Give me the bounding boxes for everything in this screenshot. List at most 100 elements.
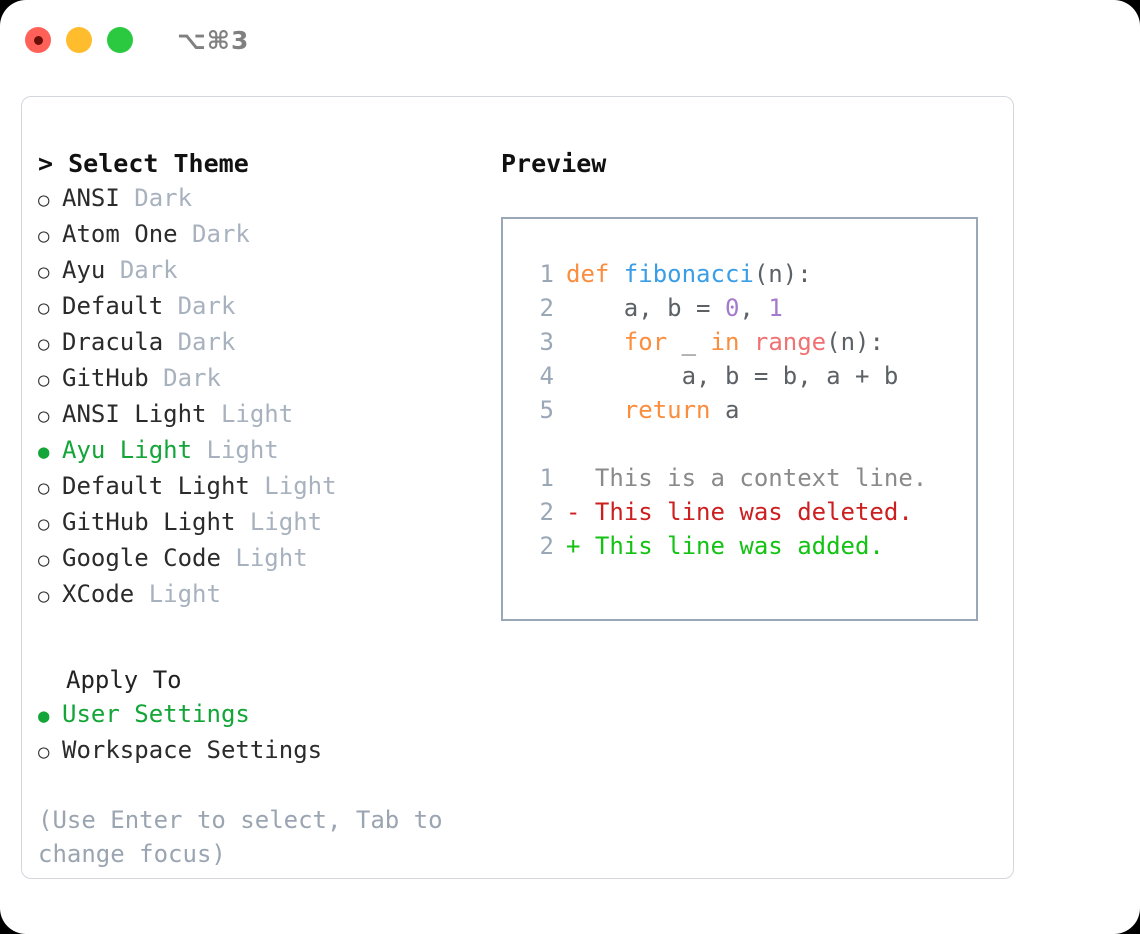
theme-option-label: Ayu Light	[62, 436, 193, 464]
theme-option-variant: Light	[249, 508, 323, 536]
theme-option-sep	[134, 577, 148, 611]
apply-to-list: ● User Settings ○ Workspace Settings	[38, 697, 488, 769]
radio-unselected-icon: ○	[38, 369, 50, 391]
theme-option-sep	[178, 217, 192, 251]
theme-option-variant: Dark	[177, 292, 236, 320]
code-line: 2 a, b = 0, 1	[520, 291, 976, 325]
theme-option-label: GitHub Light	[62, 508, 236, 536]
theme-option-default-light[interactable]: ○Default Light Light	[38, 469, 488, 505]
theme-option-label: Ayu	[62, 256, 106, 284]
diff-line: 2+ This line was added.	[520, 529, 976, 563]
theme-option-ayu-light[interactable]: ● Ayu Light Light	[38, 433, 488, 469]
code-token	[566, 325, 624, 359]
zoom-button-icon[interactable]	[107, 27, 133, 53]
radio-selected-icon: ●	[38, 705, 50, 727]
radio-unselected-icon: ○	[38, 333, 50, 355]
theme-option-variant: Light	[235, 544, 308, 572]
theme-option-xcode[interactable]: ○XCode Light	[38, 577, 488, 613]
theme-option-sep	[163, 289, 177, 323]
radio-unselected-icon: ○	[38, 189, 50, 211]
radio-selected-icon: ●	[38, 441, 50, 463]
theme-option-label: Dracula	[62, 328, 164, 356]
theme-option-dracula[interactable]: ○ Dracula Dark	[38, 325, 488, 361]
close-button-icon[interactable]	[25, 27, 51, 53]
theme-option-ayu[interactable]: ○ Ayu Dark	[38, 253, 488, 289]
apply-to-option-workspace-settings[interactable]: ○ Workspace Settings	[38, 733, 488, 769]
diff-line-number: 2	[539, 498, 554, 526]
theme-option-variant: Dark	[177, 328, 236, 356]
code-token: return	[623, 396, 711, 424]
theme-option-variant: Dark	[163, 364, 221, 392]
section-spacer	[38, 613, 488, 663]
keyboard-shortcut-label: ⌥⌘3	[177, 25, 250, 55]
theme-option-ansi[interactable]: ○ ANSI Dark	[38, 181, 488, 217]
theme-option-github[interactable]: ○ GitHub Dark	[38, 361, 488, 397]
apply-to-option-user-settings[interactable]: ● User Settings	[38, 697, 488, 733]
radio-unselected-icon: ○	[38, 225, 50, 247]
title-bar: ⌥⌘3	[0, 0, 1140, 80]
content-frame: > Select Theme ○ANSI Dark○Atom One Dark○…	[21, 96, 1014, 879]
code-token: a, b = b, a + b	[566, 362, 899, 390]
radio-unselected-icon: ○	[38, 585, 50, 607]
radio-unselected-icon: ○	[38, 549, 50, 571]
code-token: a	[710, 396, 740, 424]
page-title-text: Select Theme	[68, 149, 249, 178]
diff-line-text: + This line was added.	[566, 532, 884, 560]
theme-option-sep	[105, 253, 119, 287]
theme-option-sep	[250, 469, 264, 503]
theme-option-label: GitHub	[62, 364, 149, 392]
code-line: 5 return a	[520, 393, 976, 427]
theme-option-variant: Dark	[119, 256, 178, 284]
theme-option-default[interactable]: ○Default Dark	[38, 289, 488, 325]
code-token: range	[753, 328, 827, 356]
diff-line-text: This is a context line.	[566, 464, 928, 492]
code-line-number: 2	[539, 294, 554, 322]
radio-unselected-icon: ○	[38, 741, 50, 763]
radio-unselected-icon: ○	[38, 261, 50, 283]
code-token: (n):	[826, 328, 884, 356]
theme-option-label: Atom One	[62, 220, 178, 248]
theme-option-ansi-light[interactable]: ○ANSI Light Light	[38, 397, 488, 433]
code-line: 3 for _ in range(n):	[520, 325, 976, 359]
theme-option-variant: Light	[264, 472, 337, 500]
theme-option-variant: Light	[220, 400, 294, 428]
theme-option-atom-one[interactable]: ○ Atom One Dark	[38, 217, 488, 253]
theme-option-github-light[interactable]: ○GitHub Light Light	[38, 505, 488, 541]
theme-option-sep	[163, 325, 177, 359]
theme-option-label: ANSI	[62, 184, 120, 212]
theme-option-variant: Light	[206, 436, 279, 464]
theme-option-variant: Light	[148, 580, 221, 608]
code-token: ,	[739, 294, 769, 322]
code-token: for	[623, 328, 668, 356]
diff-sample: 1 This is a context line. 2 - This line wa…	[520, 461, 976, 563]
minimize-button-icon[interactable]	[66, 27, 92, 53]
diff-line-number: 1	[539, 464, 554, 492]
page-title: > Select Theme	[38, 147, 488, 181]
apply-to-option-label: User Settings	[62, 700, 250, 728]
window-controls	[25, 27, 133, 53]
theme-option-sep	[221, 541, 235, 575]
code-token: in	[710, 328, 740, 356]
apply-to-option-label: Workspace Settings	[62, 736, 323, 764]
code-token: def	[566, 260, 624, 288]
theme-option-variant: Dark	[192, 220, 250, 248]
diff-line: 1 This is a context line.	[520, 461, 976, 495]
diff-line-text: - This line was deleted.	[566, 498, 913, 526]
theme-option-variant: Dark	[134, 184, 193, 212]
apply-to-title: Apply To	[66, 666, 182, 694]
theme-option-label: Default Light	[62, 472, 250, 500]
code-line-number: 4	[539, 362, 554, 390]
recording-indicator-icon	[33, 35, 43, 45]
code-line-number: 3	[539, 328, 554, 356]
code-token: _	[667, 328, 711, 356]
code-line: 4 a, b = b, a + b	[520, 359, 976, 393]
code-token	[739, 325, 753, 359]
code-token: fibonacci	[623, 260, 754, 288]
radio-unselected-icon: ○	[38, 405, 50, 427]
theme-option-label: Google Code	[62, 544, 221, 572]
code-token: a, b =	[566, 294, 725, 322]
theme-option-google-code[interactable]: ○ Google Code Light	[38, 541, 488, 577]
